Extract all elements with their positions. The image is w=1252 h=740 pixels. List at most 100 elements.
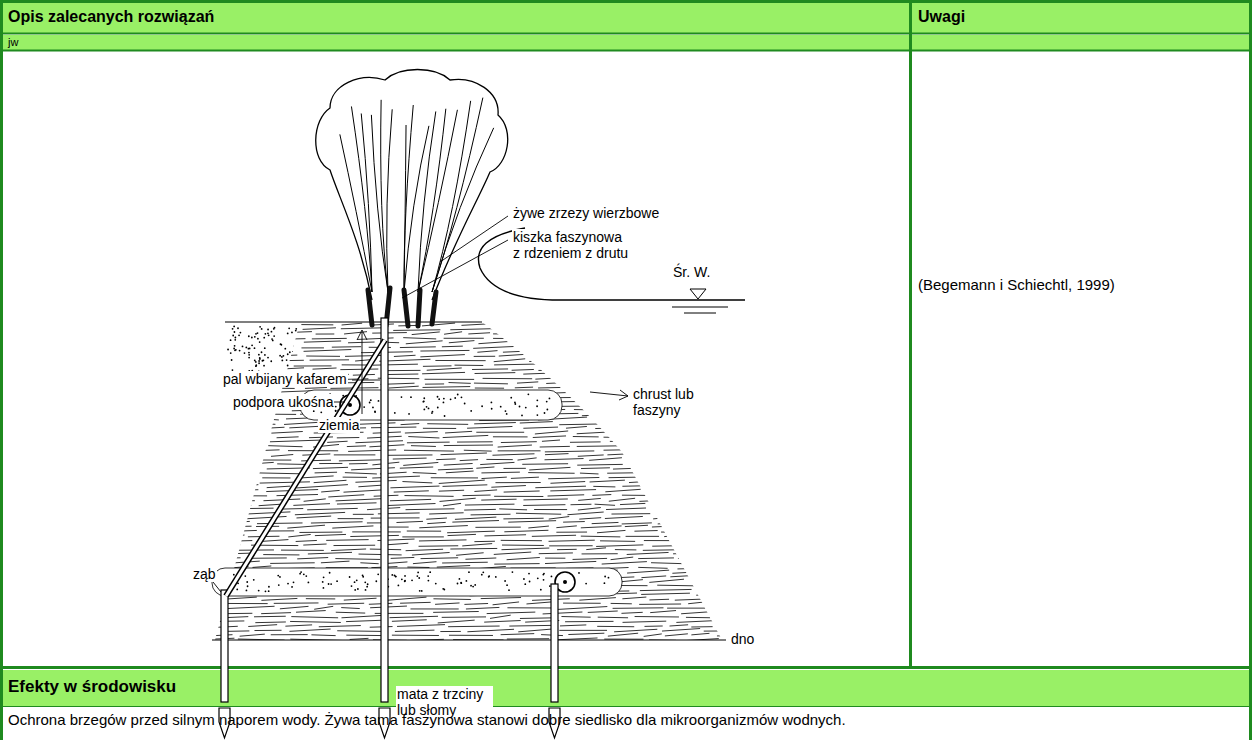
earth-dot [323,576,325,578]
hatch-stroke [487,612,536,613]
hatch-stroke [346,620,385,621]
hatch-stroke [696,594,717,596]
hatch-stroke [728,455,767,456]
part-label: pal wbijany kafarem [222,371,348,387]
willow-cuttings [368,288,436,326]
hatch-stroke [246,516,287,518]
hatch-stroke [705,343,748,344]
earth-dot [234,345,236,347]
hatch-stroke [678,557,723,559]
earth-dot [465,580,467,582]
hatch-stroke [481,598,521,599]
earth-dot [506,584,508,586]
hatch-stroke [565,621,613,622]
hatch-stroke [640,369,683,370]
hatch-stroke [436,458,455,460]
hatch-stroke [658,521,708,524]
hatch-stroke [478,341,521,344]
hatch-stroke [335,558,380,560]
hatch-stroke [511,477,539,478]
earth-dot [416,575,418,577]
hatch-stroke [608,422,627,424]
part-label: chrust lub faszyny [632,386,704,418]
hatch-stroke [604,437,649,439]
hatch-stroke [385,504,435,506]
earth-dot [364,581,366,583]
hatch-stroke [715,536,762,537]
hatch-stroke [559,423,604,425]
hatch-stroke [442,616,486,617]
water-surface [478,228,745,300]
hatch-stroke [221,557,241,558]
hatch-stroke [609,498,635,501]
earth-dot [401,396,403,398]
hatch-stroke [304,499,326,501]
hatch-stroke [602,562,647,564]
hatch-stroke [452,521,499,523]
hatch-stroke [697,373,737,376]
hatch-stroke [215,350,236,351]
hatch-stroke [260,482,310,483]
hatch-stroke [716,360,753,362]
hatch-stroke [461,323,498,325]
earth-dot [258,362,260,364]
earth-dot [525,407,527,409]
hatch-stroke [503,323,555,325]
earth-dot [437,396,439,398]
willow-branch [432,98,483,292]
leader-line [213,216,628,592]
hatch-stroke [652,525,696,527]
earth-dot [244,352,246,354]
hatch-stroke [501,441,537,443]
hatch-stroke [264,351,292,352]
hatch-stroke [297,485,348,488]
hatch-stroke [721,356,749,357]
hatch-stroke [427,423,468,425]
hatch-stroke [474,356,496,357]
hatch-stroke [596,324,626,325]
earth-dot [234,331,236,333]
hatch-stroke [423,386,471,388]
earth-dot [457,394,459,396]
hatch-stroke [637,422,668,425]
earth-dot [233,574,235,576]
hatch-stroke [639,500,674,502]
hatch-stroke [611,557,634,560]
earth-dot [438,398,440,400]
earth-dot [365,589,367,591]
hatch-stroke [223,391,271,393]
hatch-stroke [503,518,543,520]
earth-dot [356,579,358,581]
hatch-stroke [597,333,627,335]
hatch-stroke [435,603,459,604]
earth-dot [262,360,264,362]
hatch-stroke [634,530,657,532]
hatch-stroke [280,606,309,608]
hatch-stroke [705,400,755,402]
earth-dot [262,359,264,361]
hatch-stroke [570,441,601,442]
hatch-stroke [304,341,341,342]
hatch-stroke [344,598,377,600]
willow-branch [418,110,457,292]
hatch-stroke [390,616,439,617]
earth-dot [450,398,452,400]
earth-dot [367,583,369,585]
hatch-stroke [437,566,470,568]
hatch-stroke [405,432,438,433]
hatch-stroke [653,517,676,519]
hatch-stroke [577,431,622,433]
hatch-stroke [562,350,604,352]
hatch-stroke [390,499,431,500]
earth-dot [457,583,459,585]
hatch-stroke [483,378,533,379]
hatch-stroke [341,327,384,329]
table-cell: jw [8,36,18,49]
hatch-stroke [590,480,625,482]
hatch-stroke [464,509,496,511]
hatch-stroke [313,467,348,468]
hatch-stroke [636,441,670,443]
hatch-stroke [438,468,473,470]
hatch-stroke [431,477,478,478]
